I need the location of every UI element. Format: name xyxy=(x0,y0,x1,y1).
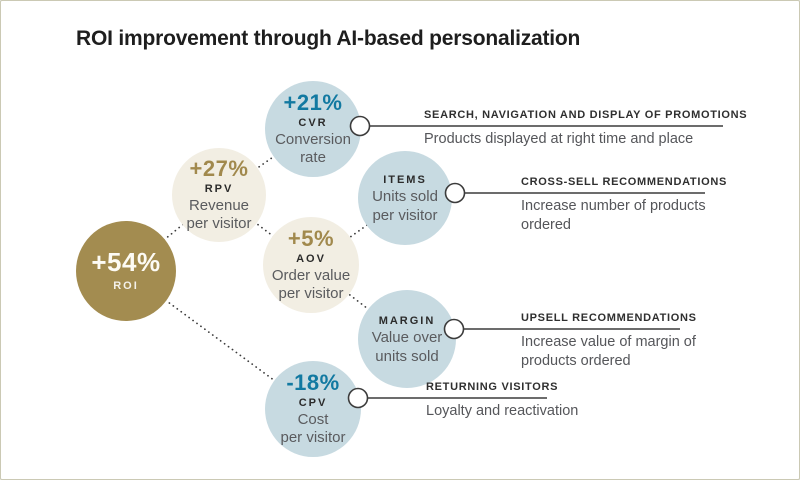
aov-desc: Order value per visitor xyxy=(271,266,351,303)
node-cpv: -18% CPV Cost per visitor xyxy=(265,361,361,457)
annotation-body: Loyalty and reactivation xyxy=(426,403,579,419)
rpv-desc: Revenue per visitor xyxy=(186,196,252,233)
annotation-body: Products displayed at right time and pla… xyxy=(424,131,694,147)
cvr-code: CVR xyxy=(298,116,328,129)
aov-percent: +5% xyxy=(287,225,335,251)
annotation-cross-sell: CROSS-SELL RECOMMENDATIONS Increase numb… xyxy=(521,175,727,235)
roi-percent: +54% xyxy=(91,247,161,278)
cpv-code: CPV xyxy=(298,396,328,409)
node-rpv: +27% RPV Revenue per visitor xyxy=(172,148,266,242)
aov-code: AOV xyxy=(296,252,326,265)
node-cvr: +21% CVR Conversion rate xyxy=(265,81,361,177)
node-items: ITEMS Units sold per visitor xyxy=(358,151,452,245)
cvr-desc: Conversion rate xyxy=(275,130,351,167)
annotation-body: Increase value of margin of products ord… xyxy=(521,334,696,370)
annotation-returning-visitors: RETURNING VISITORS Loyalty and reactivat… xyxy=(426,380,656,421)
node-aov: +5% AOV Order value per visitor xyxy=(263,217,359,313)
roi-code: ROI xyxy=(113,279,139,292)
rpv-percent: +27% xyxy=(189,155,249,181)
cpv-percent: -18% xyxy=(286,369,340,395)
annotation-heading: SEARCH, NAVIGATION AND DISPLAY OF PROMOT… xyxy=(424,109,748,121)
margin-desc: Value over units sold xyxy=(371,329,443,365)
node-roi: +54% ROI xyxy=(76,221,176,321)
items-code: ITEMS xyxy=(383,174,427,187)
annotation-heading: CROSS-SELL RECOMMENDATIONS xyxy=(521,176,728,188)
node-margin: MARGIN Value over units sold xyxy=(358,290,456,388)
annotation-heading: UPSELL RECOMMENDATIONS xyxy=(521,312,697,324)
annotation-body: Increase number of products ordered xyxy=(521,198,706,234)
margin-code: MARGIN xyxy=(378,315,436,328)
items-desc: Units sold per visitor xyxy=(372,188,438,224)
cpv-desc: Cost per visitor xyxy=(280,410,346,447)
cvr-percent: +21% xyxy=(283,89,343,115)
rpv-code: RPV xyxy=(204,182,234,195)
annotation-heading: RETURNING VISITORS xyxy=(426,381,559,393)
annotation-upsell: UPSELL RECOMMENDATIONS Increase value of… xyxy=(521,311,717,371)
page-title: ROI improvement through AI-based persona… xyxy=(76,27,581,50)
annotation-search-navigation: SEARCH, NAVIGATION AND DISPLAY OF PROMOT… xyxy=(424,108,747,149)
